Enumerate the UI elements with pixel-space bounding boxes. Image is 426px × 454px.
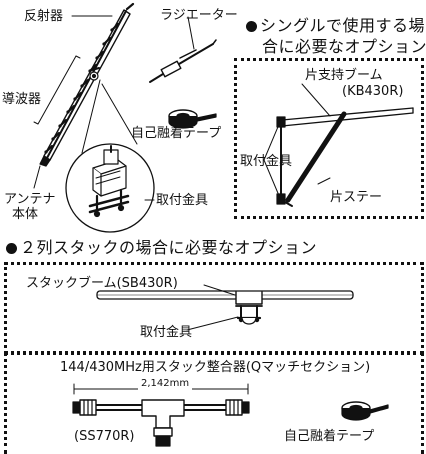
- reflector-label: 反射器: [24, 9, 64, 24]
- antenna-body-drawing: [33, 2, 135, 167]
- single-mount-label: 取付金具: [240, 154, 293, 169]
- mount-label-top: 取付金具: [156, 193, 209, 208]
- single-options-box: [234, 58, 424, 219]
- stack-heading-text: ２列スタックの場合に必要なオプション: [20, 238, 318, 257]
- single-heading-line1: シングルで使用する場: [246, 16, 425, 35]
- single-boom-model: (KB430R): [342, 84, 404, 99]
- tape-label-top: 自己融着テープ: [131, 126, 222, 141]
- q-match-title: 144/430MHz用スタック整合器(Qマッチセクション): [60, 360, 371, 375]
- antenna-body-label-line2: 本体: [12, 207, 39, 222]
- q-match-dimension: 2,142mm: [138, 378, 193, 390]
- radiator-drawing: [149, 16, 217, 83]
- tape-label-bottom: 自己融着テープ: [284, 429, 375, 444]
- single-heading-text: シングルで使用する場: [260, 16, 426, 35]
- tape-roll-drawing-bottom: [341, 401, 389, 421]
- stack-heading: ２列スタックの場合に必要なオプション: [6, 238, 317, 257]
- single-boom-label: 片支持ブーム: [305, 68, 383, 83]
- antenna-body-label-line1: アンテナ: [4, 192, 56, 207]
- q-match-box: [4, 352, 424, 454]
- director-label: 導波器: [2, 92, 42, 107]
- tape-roll-drawing-top: [168, 109, 217, 129]
- single-heading-line2: 合に必要なオプション: [262, 37, 426, 56]
- stack-boom-drawing: [96, 284, 354, 331]
- q-match-drawing: [72, 383, 250, 447]
- stack-boom-label: スタックブーム(SB430R): [26, 276, 178, 291]
- bullet-icon: [6, 243, 17, 254]
- q-match-model: (SS770R): [74, 429, 135, 444]
- radiator-label: ラジエーター: [160, 8, 238, 23]
- bullet-icon: [246, 21, 257, 32]
- single-stay-label: 片ステー: [330, 190, 383, 205]
- mount-detail-drawing: [88, 145, 130, 218]
- single-option-drawing: [263, 83, 414, 207]
- stack-mount-label: 取付金具: [140, 325, 193, 340]
